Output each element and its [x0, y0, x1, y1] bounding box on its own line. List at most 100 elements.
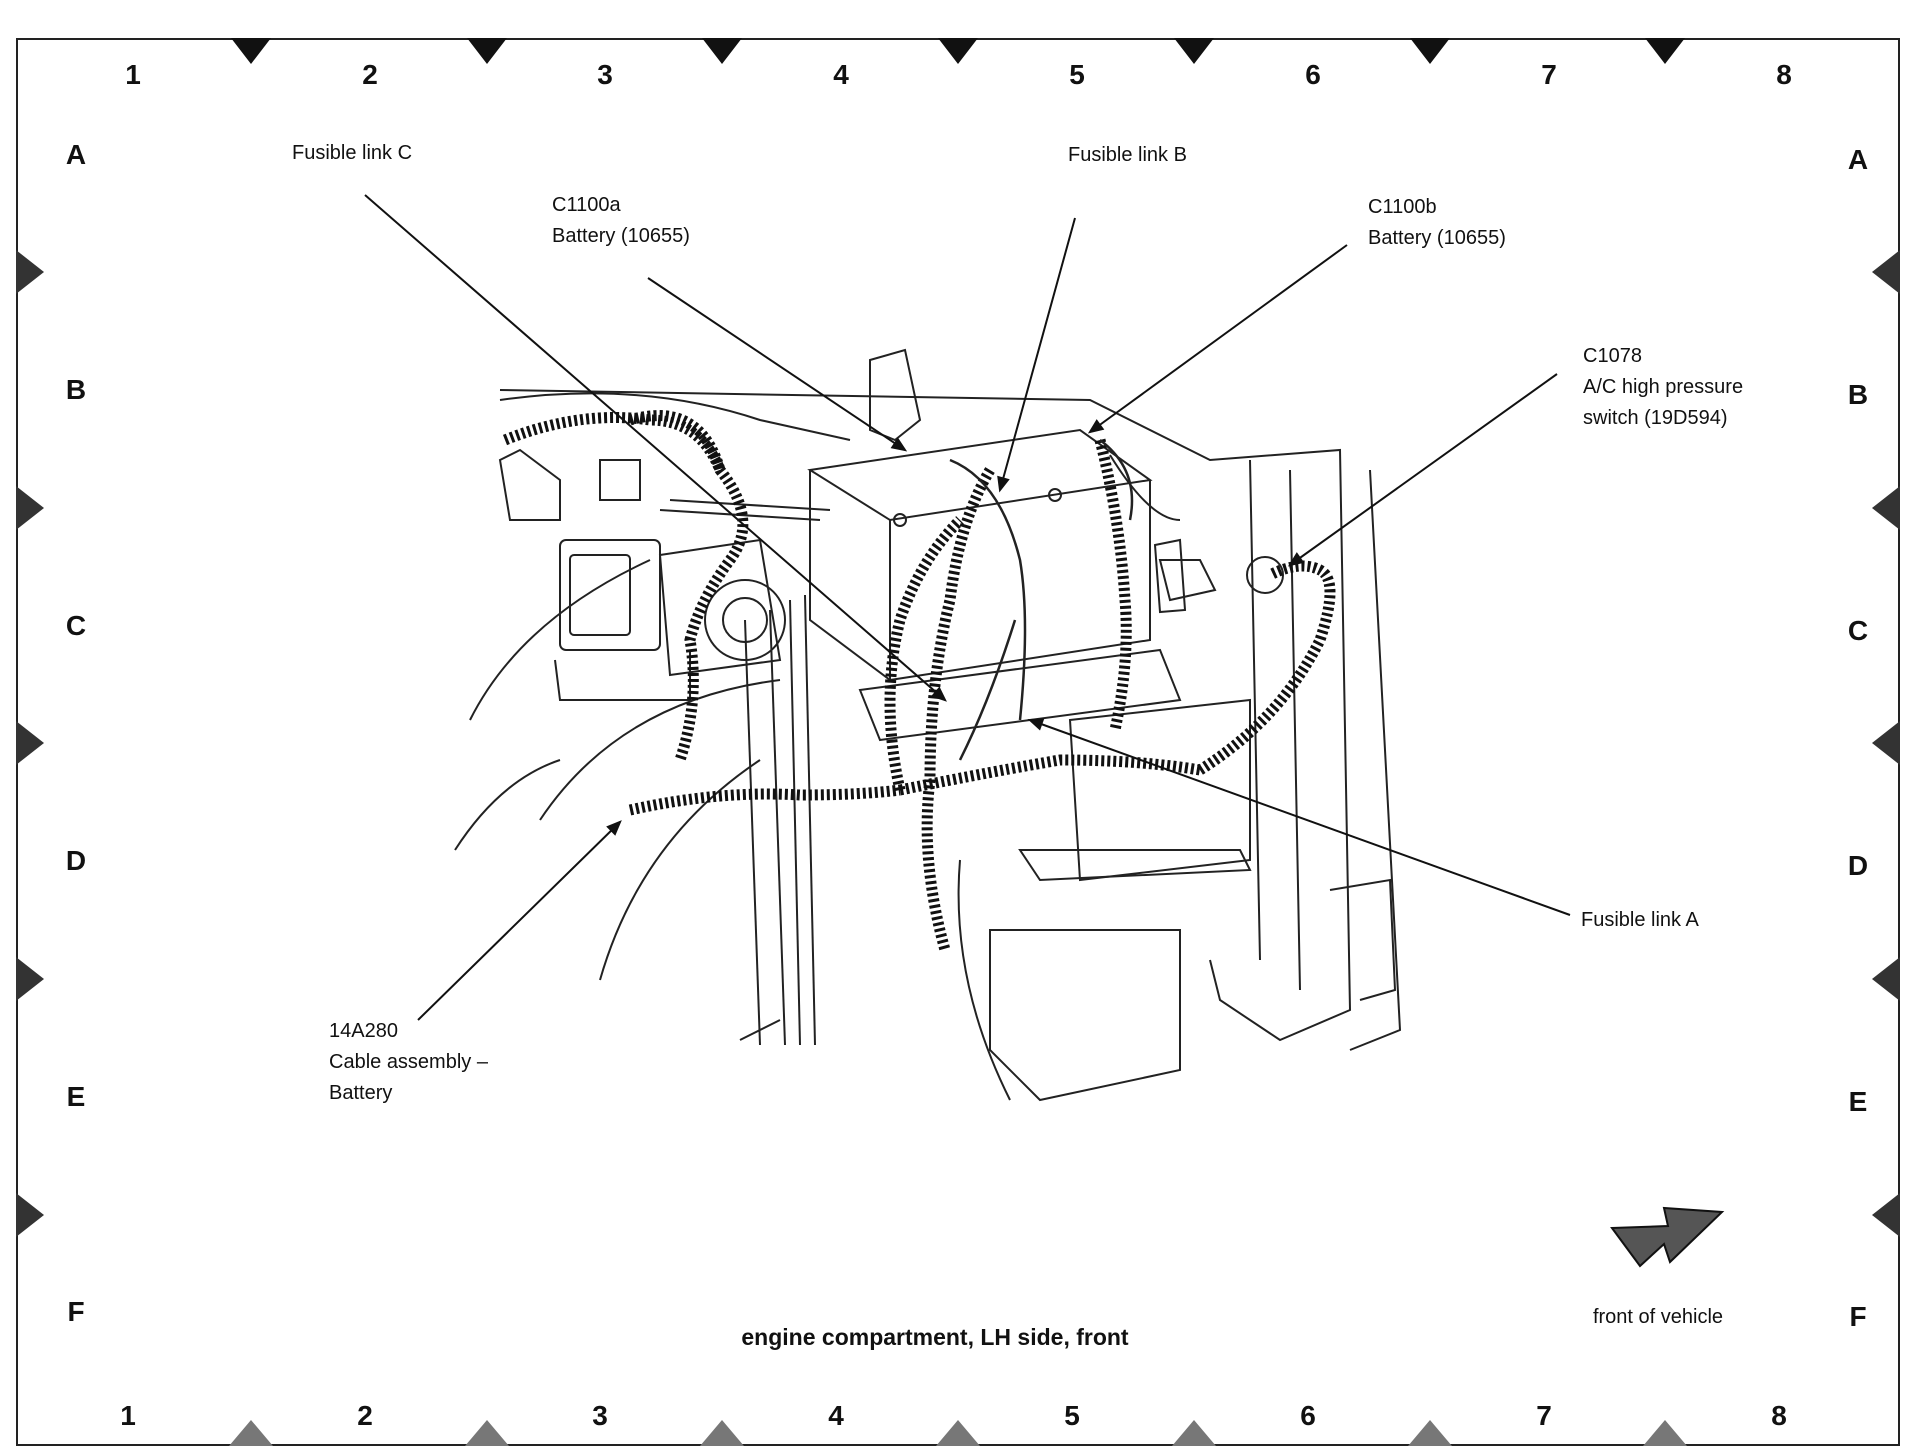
- leader-c1100a: [647, 277, 906, 451]
- grid-marker-top: [1410, 38, 1450, 64]
- callout-text: Cable assembly –: [329, 1051, 488, 1073]
- ac-switch-connector: [1246, 556, 1284, 594]
- battery-tray: [858, 648, 1182, 742]
- wiring-harness: [502, 410, 1336, 952]
- harness-fusible-b: [1094, 438, 1132, 732]
- callout-14a280: 14A280 Cable assembly – Battery: [329, 1016, 488, 1109]
- grid-column-label: 5: [1064, 1400, 1080, 1431]
- grid-row-label: D: [1847, 850, 1869, 881]
- stud-1: [893, 513, 907, 527]
- grid-marker-left: [16, 250, 44, 294]
- leader-fusible-link-c: [364, 194, 946, 701]
- cable-c1100b: [1099, 439, 1134, 521]
- fender-arc-2: [599, 759, 761, 981]
- leader-c1100b-arrowhead: [1087, 419, 1105, 434]
- diagram-caption: engine compartment, LH side, front: [741, 1324, 1129, 1350]
- grid-column-label: 2: [362, 59, 378, 90]
- brake-lines-top: [659, 499, 831, 521]
- grid-marker-bottom: [1172, 1420, 1216, 1446]
- radiator-support: [499, 389, 1352, 1042]
- grid-marker-top: [467, 38, 507, 64]
- grid-column-label: 4: [833, 59, 849, 90]
- brake-line-1: [744, 619, 761, 1046]
- abs-module-inner: [569, 554, 631, 636]
- grid-marker-top: [1645, 38, 1685, 64]
- grid-marker-top: [938, 38, 978, 64]
- callout-c1100a: C1100a Battery (10655): [552, 190, 690, 252]
- abs-pump-body: [658, 538, 782, 677]
- callout-fusible-link-c: Fusible link C: [292, 138, 412, 169]
- grid-column-label: 4: [828, 1400, 844, 1431]
- cable-c1100a: [949, 458, 1027, 721]
- grid-marker-left: [16, 486, 44, 530]
- support-bracket: [1329, 878, 1397, 1001]
- leader-fusible-link-c-arrowhead: [930, 686, 947, 702]
- callout-c1100b: C1100b Battery (10655): [1368, 192, 1506, 254]
- callout-text: C1100b: [1368, 196, 1437, 218]
- grid-column-label: 3: [592, 1400, 608, 1431]
- grid-marker-left: [16, 1193, 44, 1237]
- cable-center: [958, 619, 1017, 761]
- harness-upper-left: [502, 412, 749, 762]
- wheelhouse-lines: [454, 759, 781, 1041]
- grid-column-label: 3: [597, 59, 613, 90]
- grid-marker-bottom: [465, 1420, 509, 1446]
- battery-top: [807, 428, 1153, 522]
- leader-fusible-link-b: [999, 217, 1076, 491]
- abs-pump-motor: [704, 579, 786, 661]
- fender-arc-outer: [469, 559, 651, 721]
- grid-markers: [16, 38, 1900, 1446]
- grid-marker-top: [1174, 38, 1214, 64]
- grid-row-label: D: [65, 845, 87, 876]
- callout-c1078: C1078 A/C high pressure switch (19D594): [1583, 341, 1743, 434]
- callout-text: 14A280: [329, 1020, 398, 1042]
- harness-main-vertical: [921, 467, 995, 952]
- grid-column-label: 2: [357, 1400, 373, 1431]
- upper-hose-curve: [1109, 454, 1181, 521]
- leader-fusible-link-a: [1029, 719, 1571, 916]
- grid-marker-left: [16, 957, 44, 1001]
- grid-row-label: B: [1847, 379, 1869, 410]
- support-lower: [989, 929, 1181, 1102]
- grid-marker-top: [231, 38, 271, 64]
- leader-14a280: [417, 821, 621, 1021]
- callout-text: switch (19D594): [1583, 407, 1728, 429]
- grid-row-label: B: [65, 374, 87, 405]
- battery-lower-box: [1068, 698, 1251, 882]
- grid-column-label: 1: [120, 1400, 136, 1431]
- grid-marker-top: [702, 38, 742, 64]
- callout-text: Battery (10655): [552, 225, 690, 247]
- harness-to-battery-right: [898, 754, 1201, 796]
- leader-fusible-link-b-arrowhead: [997, 475, 1010, 493]
- grid-column-label: 7: [1536, 1400, 1552, 1431]
- grid-marker-bottom: [229, 1420, 273, 1446]
- brake-line-3: [789, 599, 801, 1046]
- leader-lines: [364, 194, 1571, 1021]
- callout-text: Battery (10655): [1368, 227, 1506, 249]
- callout-text: A/C high pressure: [1583, 376, 1744, 398]
- callout-text: C1078: [1583, 345, 1642, 367]
- grid-row-label: A: [65, 139, 87, 170]
- grid-marker-bottom: [936, 1420, 980, 1446]
- front-of-vehicle-arrow-icon: [1610, 1206, 1725, 1268]
- grid-marker-right: [1872, 486, 1900, 530]
- grid-marker-right: [1872, 721, 1900, 765]
- grid-column-label: 7: [1541, 59, 1557, 90]
- harness-ac-loop: [1197, 560, 1336, 775]
- leader-fusible-link-a-arrowhead: [1027, 718, 1045, 731]
- grid-row-label: C: [65, 610, 87, 641]
- grid-marker-right: [1872, 1193, 1900, 1237]
- grid-column-label: 8: [1771, 1400, 1787, 1431]
- abs-module: [559, 539, 661, 651]
- leader-14a280-arrowhead: [606, 820, 622, 836]
- grid-row-label: C: [1847, 615, 1869, 646]
- leader-c1078: [1289, 373, 1558, 566]
- leader-c1100a-arrowhead: [890, 437, 908, 452]
- callout-text: Fusible link A: [1581, 909, 1699, 931]
- grid-row-label: F: [67, 1296, 85, 1327]
- grid-column-label: 6: [1305, 59, 1321, 90]
- ac-fitting: [1153, 538, 1187, 614]
- top-rail: [499, 392, 851, 441]
- callout-text: Fusible link C: [292, 142, 413, 164]
